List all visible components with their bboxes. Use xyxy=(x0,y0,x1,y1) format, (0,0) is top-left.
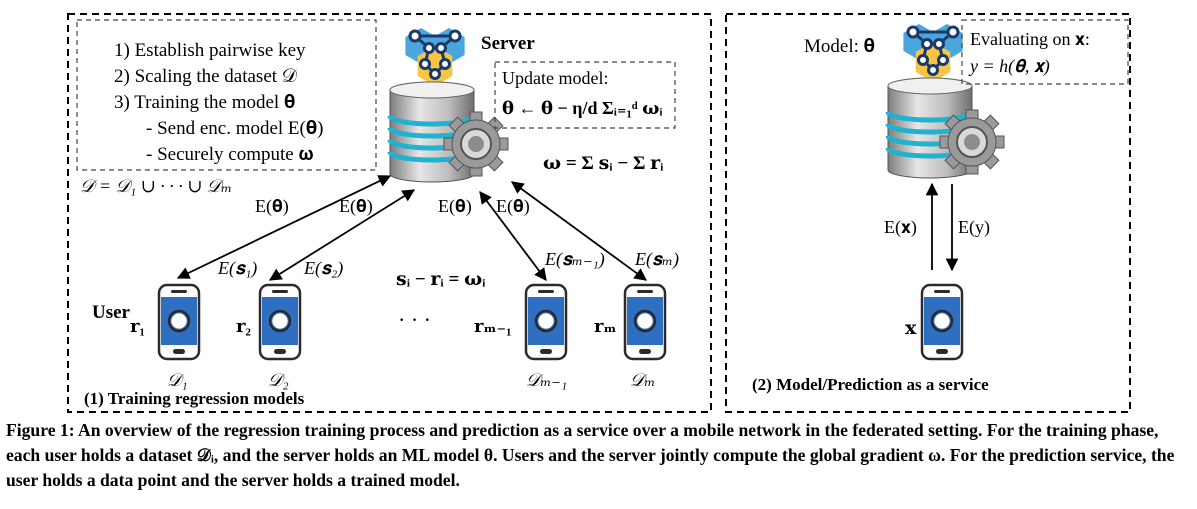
step-3: 3) Training the model 𝛉 xyxy=(114,92,295,113)
model-network-icon xyxy=(403,26,467,88)
phone-icon xyxy=(920,283,964,361)
step-3a: - Send enc. model E(𝛉) xyxy=(146,118,324,139)
phone-icon xyxy=(258,283,302,361)
prediction-arrows xyxy=(925,182,959,272)
evaluation-box xyxy=(961,19,1129,85)
label-e-s2: E(𝐬₂) xyxy=(303,258,343,279)
user-1-dataset: 𝒟₁ xyxy=(167,370,188,390)
user-phone-m: 𝐫ₘ 𝒟ₘ xyxy=(594,283,667,390)
user-m-dataset: 𝒟ₘ xyxy=(630,370,655,390)
label-e-sm1: E(𝐬ₘ₋₁) xyxy=(544,249,605,270)
label-e-sm: E(𝐬ₘ) xyxy=(634,249,679,270)
gear-icon xyxy=(443,111,509,177)
model-network-icon xyxy=(901,22,965,84)
arrow-user2 xyxy=(268,189,416,281)
user-phone-m1: 𝐫ₘ₋₁ 𝒟ₘ₋₁ xyxy=(474,283,568,390)
figure-caption: Figure 1: An overview of the regression … xyxy=(6,420,1175,490)
step-1: 1) Establish pairwise key xyxy=(114,40,306,61)
label-e-x: E(𝐱) xyxy=(884,217,917,238)
update-model-formula: 𝛉 ← 𝛉 − η/d Σᵢ₌₁ᵈ 𝛚ᵢ xyxy=(502,98,663,118)
label-e-y: E(y) xyxy=(958,217,990,238)
training-panel-title: (1) Training regression models xyxy=(84,389,305,408)
phone-icon xyxy=(524,283,568,361)
user-phone-1: 𝐫₁ 𝒟₁ xyxy=(130,283,201,390)
step-2: 2) Scaling the dataset 𝒟 xyxy=(114,66,298,87)
user-2-dataset: 𝒟₂ xyxy=(268,370,289,390)
user-m1-r: 𝐫ₘ₋₁ xyxy=(474,316,512,336)
step-3b: - Securely compute 𝛚 xyxy=(146,144,314,165)
mask-equation: 𝐬ᵢ − 𝐫ᵢ = 𝛚ᵢ xyxy=(396,269,486,290)
prediction-panel-frame xyxy=(725,13,1131,413)
ellipsis: · · · xyxy=(398,307,431,332)
evaluation-title: Evaluating on 𝐱: xyxy=(970,29,1090,49)
steps-box xyxy=(76,19,377,171)
steps-list: 1) Establish pairwise key 2) Scaling the… xyxy=(114,40,324,165)
user-1-r: 𝐫₁ xyxy=(130,316,145,336)
model-label: Model: 𝛉 xyxy=(804,36,875,57)
arrow-userm xyxy=(510,181,648,281)
user-2-r: 𝐫₂ xyxy=(236,316,251,336)
dataset-union: 𝒟 = 𝒟₁ ∪ · · · ∪ 𝒟ₘ xyxy=(80,176,232,196)
gear-icon xyxy=(939,109,1005,175)
label-e-s1: E(𝐬₁) xyxy=(217,258,257,279)
training-panel-frame xyxy=(67,13,712,413)
server-label: Server xyxy=(481,33,535,54)
user-label: User xyxy=(92,302,131,323)
user-phone-2: 𝐫₂ 𝒟₂ xyxy=(236,283,302,390)
x-label: 𝐱 xyxy=(905,318,917,339)
training-arrow-labels: E(𝛉) E(𝛉) E(𝛉) E(𝛉) E(𝐬₁) E(𝐬₂) E(𝐬ₘ₋₁) … xyxy=(217,196,679,279)
update-model-title: Update model: xyxy=(502,68,608,88)
user-m1-dataset: 𝒟ₘ₋₁ xyxy=(526,370,567,390)
user-m-r: 𝐫ₘ xyxy=(594,316,617,336)
federated-regression-diagram: 1) Establish pairwise key 2) Scaling the… xyxy=(67,13,1131,413)
omega-equation: 𝛚 = Σ 𝐬ᵢ − Σ 𝐫ᵢ xyxy=(543,153,664,174)
label-e-theta-3: E(𝛉) xyxy=(438,196,472,217)
training-arrows xyxy=(176,175,648,282)
prediction-user-phone: 𝐱 xyxy=(905,283,964,361)
phone-icon xyxy=(623,283,667,361)
evaluation-formula: y = h(𝛉, 𝐱) xyxy=(968,56,1050,77)
prediction-panel-title: (2) Model/Prediction as a service xyxy=(752,375,989,394)
update-model-box xyxy=(494,61,676,129)
label-e-theta-4: E(𝛉) xyxy=(496,196,530,217)
label-e-theta-1: E(𝛉) xyxy=(255,196,289,217)
phone-icon xyxy=(157,283,201,361)
label-e-theta-2: E(𝛉) xyxy=(339,196,373,217)
